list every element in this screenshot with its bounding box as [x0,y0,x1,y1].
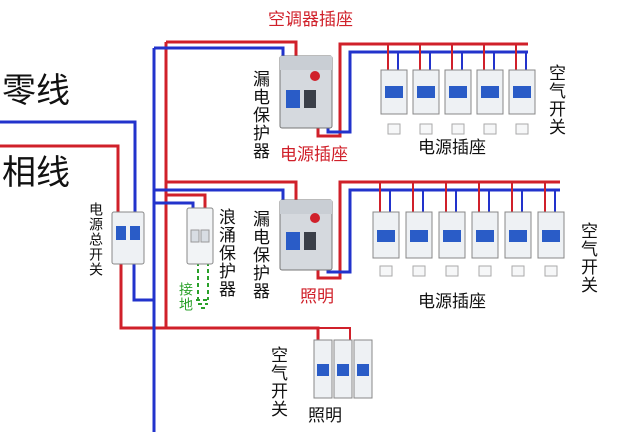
bottom-breakers [313,339,373,399]
top-rcd-phase-feed [166,40,298,56]
top-neutral-bus [326,50,528,134]
ground-wire [196,262,210,309]
top-rcd-neutral-feed [154,46,285,56]
top-rcd-device [279,55,333,129]
phase-line-wire [0,144,120,213]
mid-sockets [379,265,558,277]
air-switch-top-label: 空气开关 [545,64,565,136]
surge-protector-device [186,207,214,265]
mid-rcd-neutral-feed [154,188,285,200]
power-socket-bottom-label: 电源插座 [418,292,486,312]
leakage-protector-bottom-label: 漏电保护器 [249,210,269,300]
main-neutral-out [132,262,154,302]
mid-rcd-phase-feed [166,180,298,200]
mid-rcd-device [279,199,333,271]
surge-protector-label: 浪涌保护器 [215,208,235,298]
main-phase-out [119,262,320,340]
surge-phase [166,193,207,210]
power-socket-red-label: 电源插座 [280,145,348,165]
mid-breaker-drops [379,182,556,212]
neutral-line-wire [0,120,137,213]
lighting-red-label: 照明 [300,287,334,307]
top-breakers [380,69,536,115]
bottom-phase-feed [318,327,351,340]
main-switch-device [111,211,145,265]
lighting-bottom-label: 照明 [308,406,342,426]
phase-line-label: 相线 [2,153,70,193]
top-phase-bus [316,42,528,138]
top-sockets [387,123,529,135]
neutral-line-label: 零线 [2,71,70,111]
main-switch-label: 电源总开关 [87,202,103,277]
air-switch-mid-label: 空气开关 [577,222,597,294]
mid-neutral-bus [326,188,560,274]
ground-label: 接地 [177,282,193,312]
air-switch-bottom-label: 空气开关 [267,346,287,418]
ac-socket-label: 空调器插座 [268,10,353,30]
power-socket-top-label: 电源插座 [418,138,486,158]
top-breaker-drops [387,44,527,70]
mid-breakers [372,211,565,259]
leakage-protector-top-label: 漏电保护器 [249,70,269,160]
